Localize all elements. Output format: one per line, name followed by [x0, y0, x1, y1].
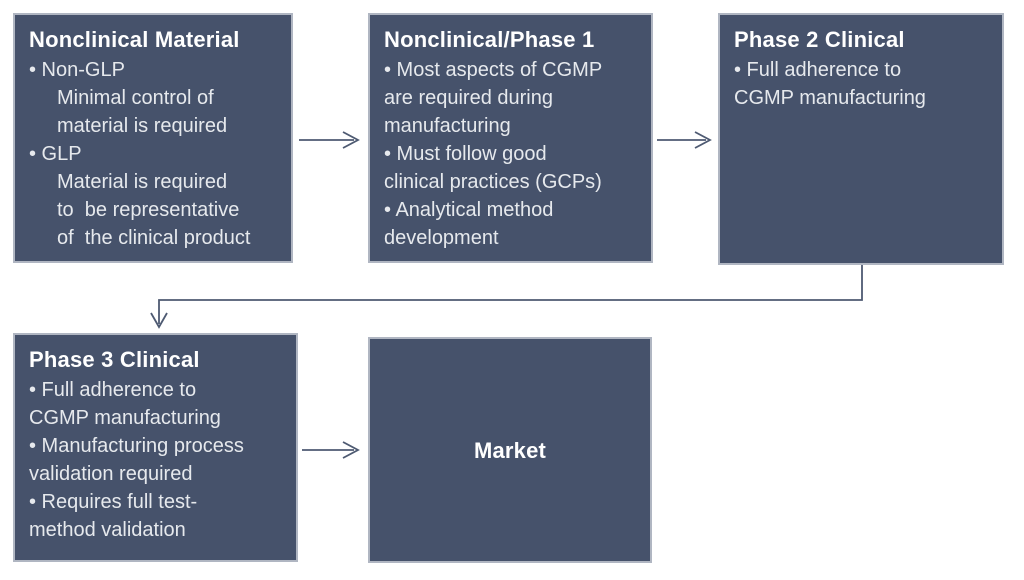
arrow-material-to-phase1 [299, 131, 360, 149]
bullet-line: • Full adherence to [29, 379, 197, 401]
text-line: method validation [29, 519, 186, 541]
arrow-phase1-to-phase2 [657, 131, 712, 149]
bullet-line: • Requires full test- [29, 491, 198, 513]
arrow-phase3-to-market [302, 441, 360, 459]
box-phase2-clinical-title: Phase 2 Clinical [734, 27, 905, 52]
bullet-line: • Non-GLP [29, 59, 125, 81]
bullet-line: • Must follow good [384, 143, 547, 165]
text-line: CGMP manufacturing [29, 407, 221, 429]
text-line: of the clinical product [57, 227, 251, 249]
box-phase3-clinical: Phase 3 Clinical • Full adherence to CGM… [13, 333, 298, 562]
box-phase3-clinical-title: Phase 3 Clinical [29, 347, 200, 372]
text-line: clinical practices (GCPs) [384, 171, 602, 193]
box-phase2-clinical: Phase 2 Clinical • Full adherence to CGM… [718, 13, 1004, 265]
bullet-line: • GLP [29, 143, 82, 165]
box-market: Market [368, 337, 652, 563]
box-nonclinical-phase1-title: Nonclinical/Phase 1 [384, 27, 595, 52]
bullet-line: • Analytical method [384, 199, 554, 221]
box-nonclinical-material: Nonclinical Material • Non-GLP Minimal c… [13, 13, 293, 263]
bullet-line: • Full adherence to [734, 59, 902, 81]
arrow-phase2-to-phase3 [150, 264, 863, 329]
text-line: validation required [29, 463, 193, 485]
box-nonclinical-phase1: Nonclinical/Phase 1 • Most aspects of CG… [368, 13, 653, 263]
text-line: Material is required [57, 171, 228, 193]
bullet-line: • Manufacturing process [29, 435, 244, 457]
box-market-title: Market [473, 437, 547, 463]
bullet-line: • Most aspects of CGMP [384, 59, 603, 81]
text-line: Minimal control of [57, 87, 214, 109]
text-line: CGMP manufacturing [734, 87, 926, 109]
text-line: manufacturing [384, 115, 511, 137]
box-nonclinical-material-title: Nonclinical Material [29, 27, 240, 52]
text-line: material is required [57, 115, 228, 137]
text-line: are required during [384, 87, 553, 109]
text-line: to be representative [57, 199, 240, 221]
text-line: development [384, 227, 499, 249]
